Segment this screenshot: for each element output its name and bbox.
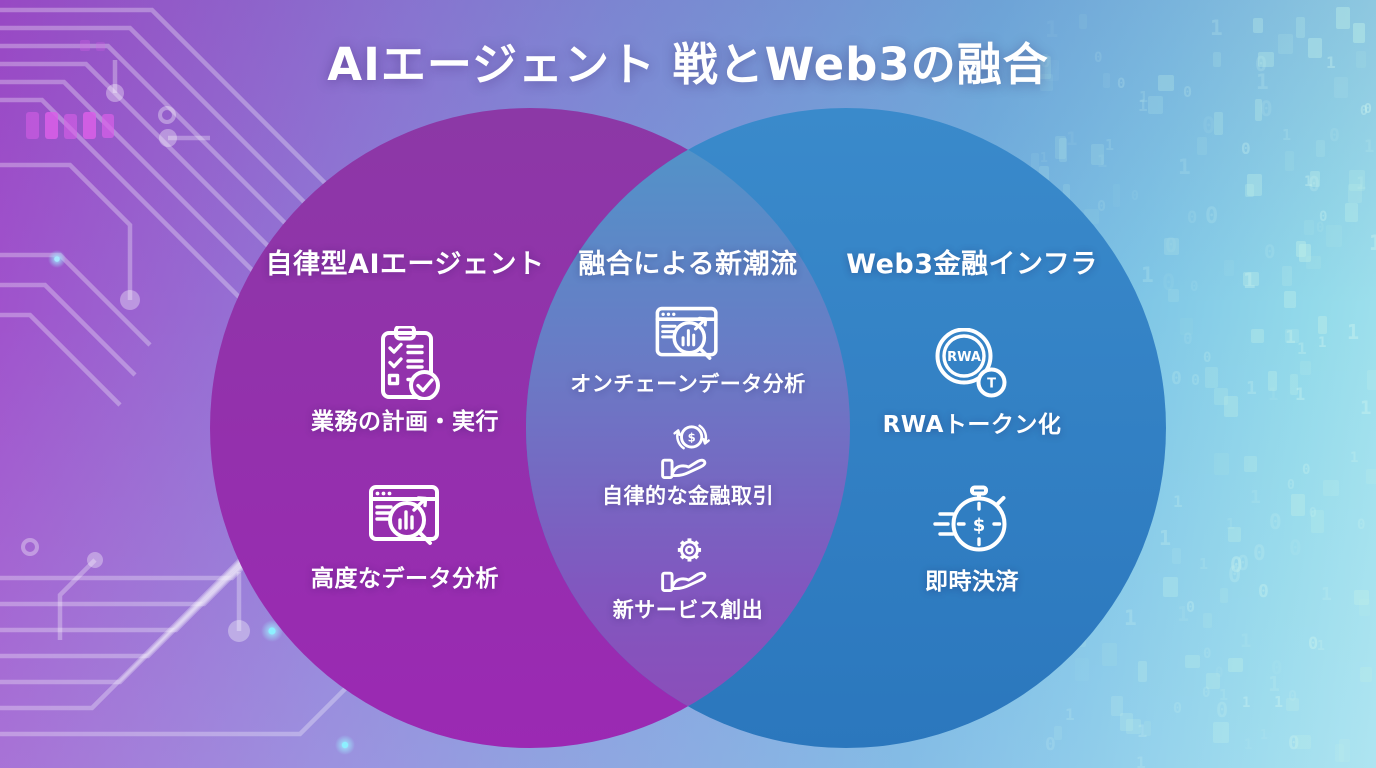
- rwa-token-icon: RWA T: [926, 327, 1018, 398]
- hand-gear-icon: [656, 534, 720, 592]
- item-label: オンチェーンデータ分析: [570, 372, 806, 396]
- circuit-rings: [21, 106, 176, 556]
- circuit-nodes: [87, 84, 250, 642]
- svg-text:$: $: [688, 430, 696, 444]
- glow-dots: [48, 250, 355, 755]
- item-label: 自律的な金融取引: [602, 484, 774, 508]
- right-circle-header: Web3金融インフラ: [846, 249, 1098, 280]
- svg-text:$: $: [973, 515, 986, 536]
- hand-coin-icon: $: [656, 421, 720, 479]
- overlap-content: 融合による新潮流: [558, 250, 818, 623]
- item-label: 即時決済: [925, 569, 1019, 595]
- left-circle-content: 自律型AIエージェント 業務の計画・実行: [245, 250, 565, 593]
- right-circle-content: Web3金融インフラ RWA T RWAトークン化: [812, 250, 1132, 596]
- page-title: AIエージェント 戦とWeb3の融合: [327, 38, 1049, 91]
- overlap-header: 融合による新潮流: [578, 249, 798, 280]
- venn-item: $ 即時決済: [925, 485, 1019, 596]
- svg-text:T: T: [987, 377, 996, 392]
- item-label: 新サービス創出: [612, 598, 764, 622]
- venn-item: 業務の計画・実行: [311, 324, 499, 436]
- venn-item: $ 自律的な金融取引: [602, 421, 774, 509]
- venn-item: オンチェーンデータ分析: [570, 305, 805, 397]
- item-label: 高度なデータ分析: [311, 566, 499, 592]
- data-analysis-icon: [650, 305, 725, 367]
- clipboard-check-icon: [355, 324, 455, 401]
- data-analysis-icon: [363, 483, 447, 553]
- venn-item: RWA T RWAトークン化: [882, 327, 1062, 439]
- left-circle-header: 自律型AIエージェント: [265, 249, 545, 280]
- stopwatch-dollar-icon: $: [932, 485, 1012, 557]
- item-label: 業務の計画・実行: [311, 409, 499, 435]
- venn-item: 新サービス創出: [613, 534, 764, 623]
- circuit-pads: [26, 40, 114, 139]
- venn-item: 高度なデータ分析: [311, 483, 499, 593]
- svg-text:RWA: RWA: [947, 350, 981, 365]
- item-label: RWAトークン化: [882, 412, 1062, 438]
